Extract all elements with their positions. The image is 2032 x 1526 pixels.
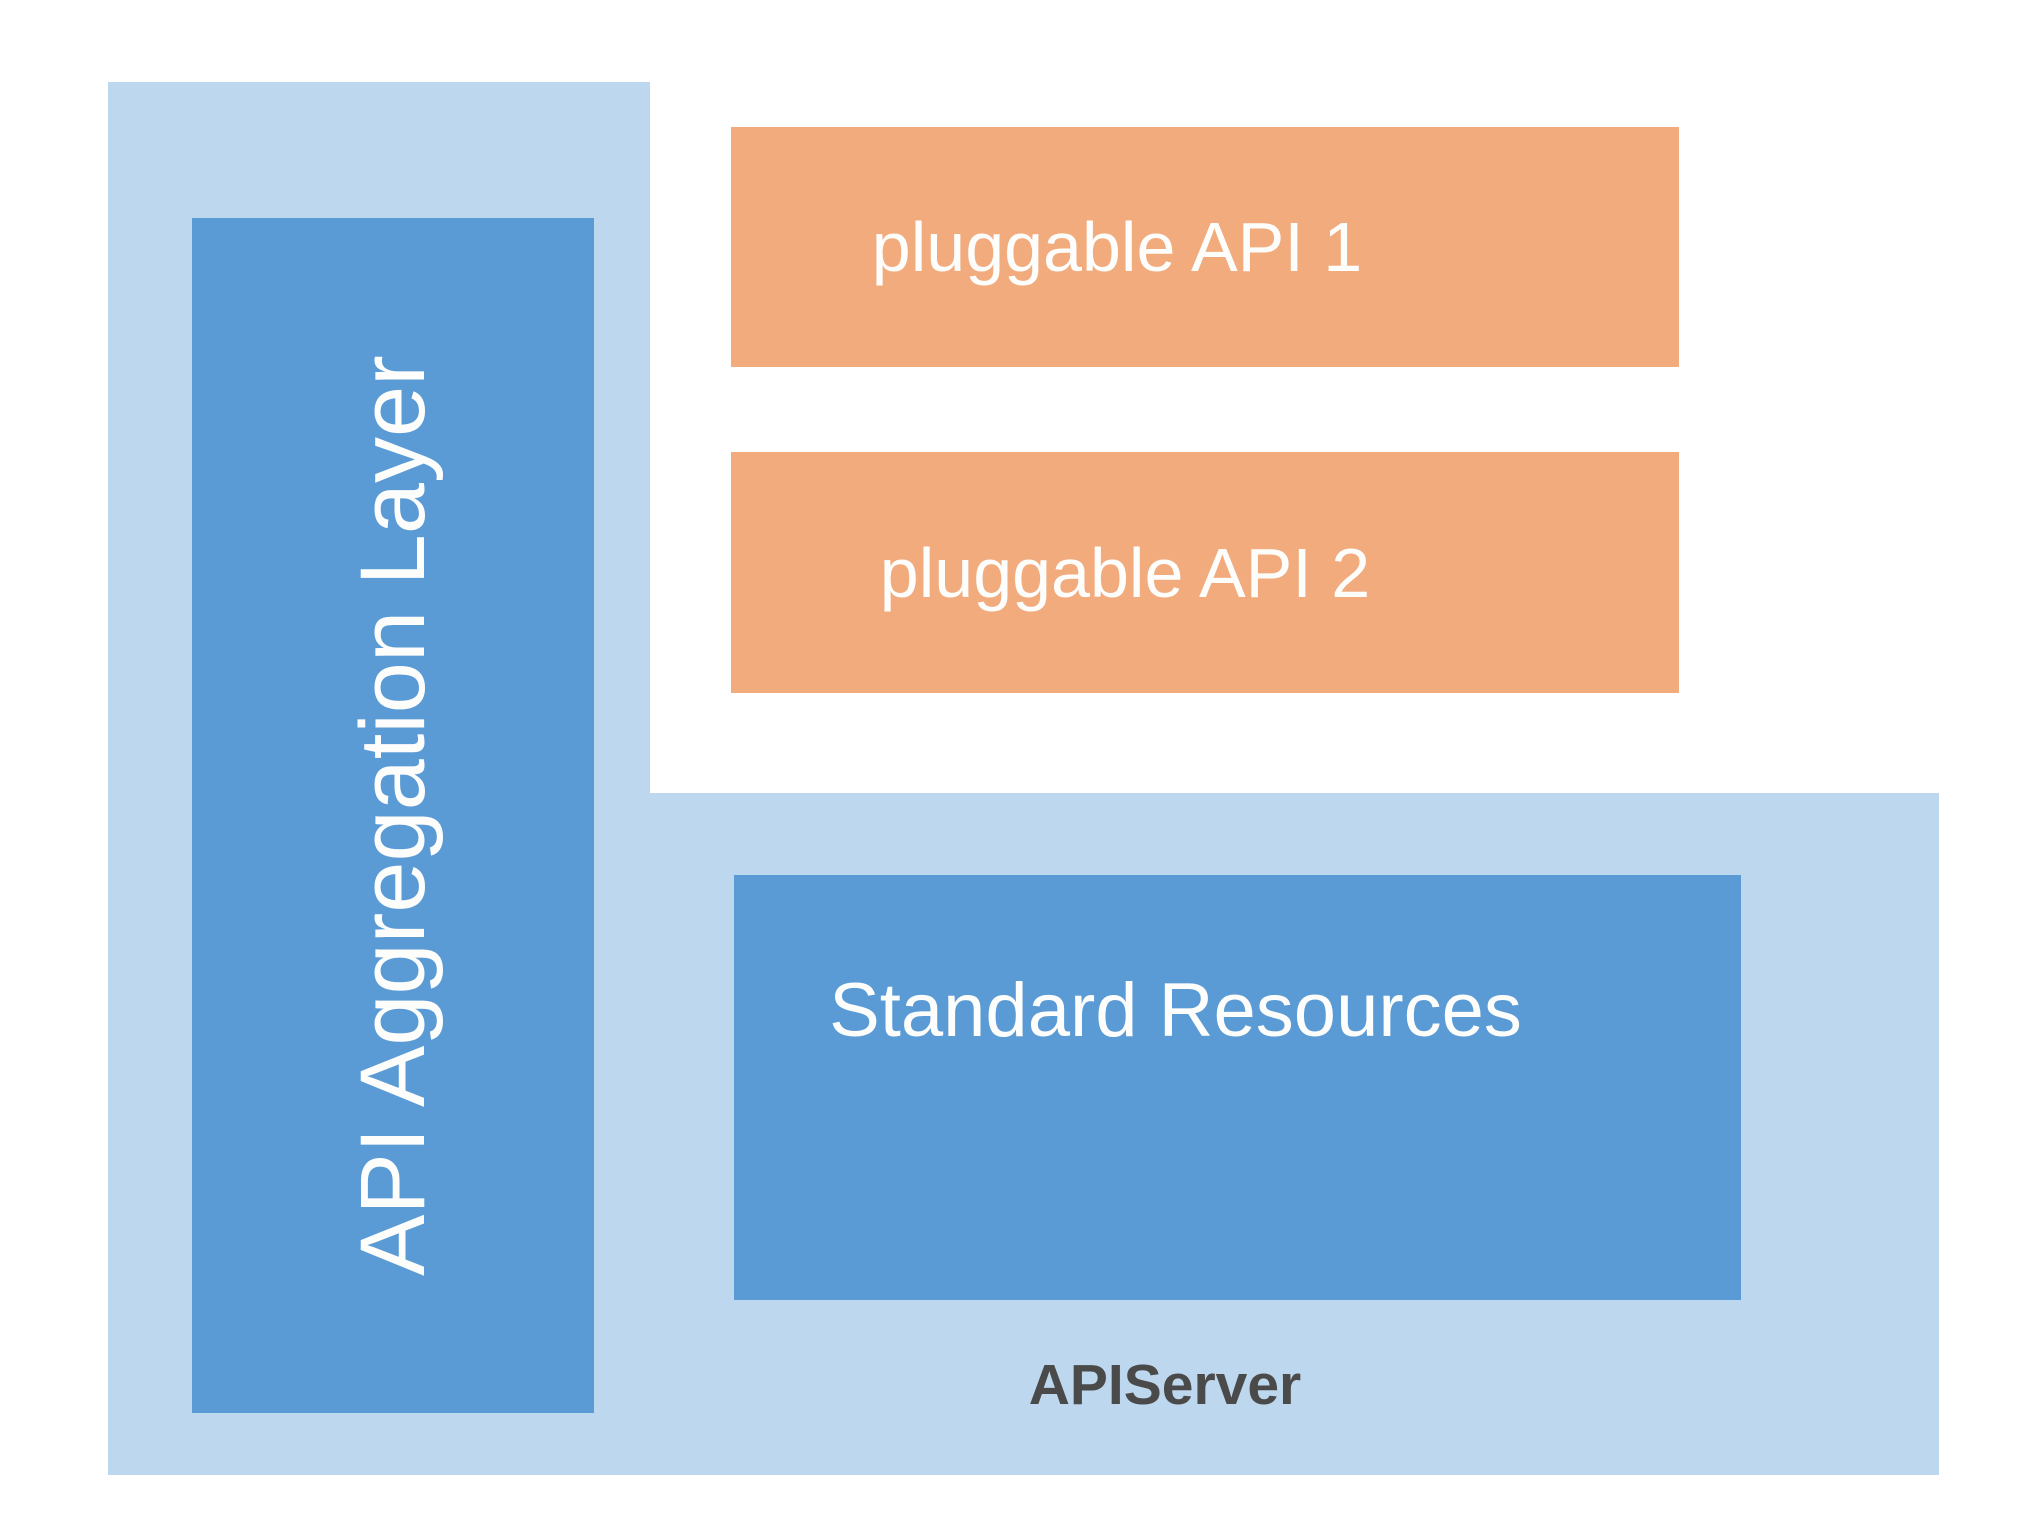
pluggable-api-2-label: pluggable API 2	[879, 533, 1371, 612]
api-aggregation-layer-box: API Aggregation Layer	[192, 218, 594, 1413]
pluggable-api-1-label: pluggable API 1	[871, 208, 1363, 286]
standard-resources-box: Standard Resources	[734, 875, 1741, 1300]
apiserver-label: APIServer	[1028, 1353, 1302, 1417]
pluggable-api-1-box: pluggable API 1	[731, 127, 1679, 367]
api-aggregation-layer-label: API Aggregation Layer	[341, 355, 444, 1276]
standard-resources-label: Standard Resources	[829, 968, 1522, 1053]
pluggable-api-2-box: pluggable API 2	[731, 452, 1679, 693]
